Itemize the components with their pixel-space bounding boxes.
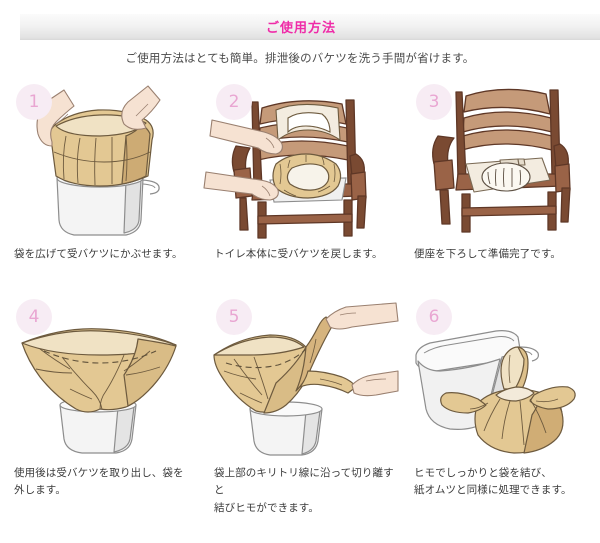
step-number-badge-6: 6 bbox=[416, 299, 452, 335]
step-card-5: 5 bbox=[200, 293, 400, 514]
step-number-badge-5: 5 bbox=[216, 299, 252, 335]
step-caption-5-line2: 結びヒモができます。 bbox=[214, 501, 319, 514]
step-caption-3-line1: 便座を下ろして準備完了です。 bbox=[414, 248, 562, 260]
tear-along-line-illustration bbox=[200, 299, 400, 464]
step-caption-6-line1: ヒモでしっかりと袋を結び、 bbox=[414, 467, 552, 479]
page-title: ご使用方法 bbox=[265, 19, 336, 35]
bag-removed-illustration bbox=[0, 299, 200, 464]
intro-text: ご使用方法はとても簡単。排泄後のバケツを洗う手間が省けます。 bbox=[125, 53, 475, 65]
step-number-badge-4: 4 bbox=[16, 299, 52, 335]
step-caption-5-line1: 袋上部のキリトリ線に沿って切り離すと bbox=[214, 467, 394, 497]
step-caption-1: 袋を広げて受バケツにかぶせます。 bbox=[14, 246, 194, 263]
step-caption-1-line1: 袋を広げて受バケツにかぶせます。 bbox=[14, 248, 183, 260]
step-caption-2-line1: トイレ本体に受バケツを戻します。 bbox=[214, 248, 383, 260]
bag-over-bucket-illustration bbox=[0, 80, 200, 245]
step-card-3: 3 bbox=[400, 78, 600, 293]
step-caption-4-line1: 使用後は受バケツを取り出し、袋を外します。 bbox=[14, 467, 184, 497]
steps-grid: 1 bbox=[0, 78, 600, 514]
commode-seat-down-illustration bbox=[400, 80, 600, 245]
step-card-1: 1 bbox=[0, 78, 200, 293]
commode-insert-bucket-illustration bbox=[200, 80, 400, 245]
step-caption-2: トイレ本体に受バケツを戻します。 bbox=[214, 246, 394, 263]
step-number-badge-1: 1 bbox=[16, 84, 52, 120]
step-caption-3: 便座を下ろして準備完了です。 bbox=[414, 246, 594, 263]
step-number-badge-2: 2 bbox=[216, 84, 252, 120]
step-caption-6: ヒモでしっかりと袋を結び、 紙オムツと同様に処理できます。 bbox=[414, 465, 594, 500]
step-number-badge-3: 3 bbox=[416, 84, 452, 120]
section-header-bar: ご使用方法 bbox=[20, 14, 600, 40]
step-card-4: 4 bbox=[0, 293, 200, 508]
step-caption-6-line2: 紙オムツと同様に処理できます。 bbox=[414, 484, 572, 497]
tied-bag-and-empty-bucket-illustration bbox=[400, 299, 600, 464]
step-card-6: 6 bbox=[400, 293, 600, 508]
step-caption-4: 使用後は受バケツを取り出し、袋を外します。 bbox=[14, 465, 194, 500]
step-card-2: 2 bbox=[200, 78, 400, 293]
step-caption-5: 袋上部のキリトリ線に沿って切り離すと 結びヒモができます。 bbox=[214, 465, 394, 517]
